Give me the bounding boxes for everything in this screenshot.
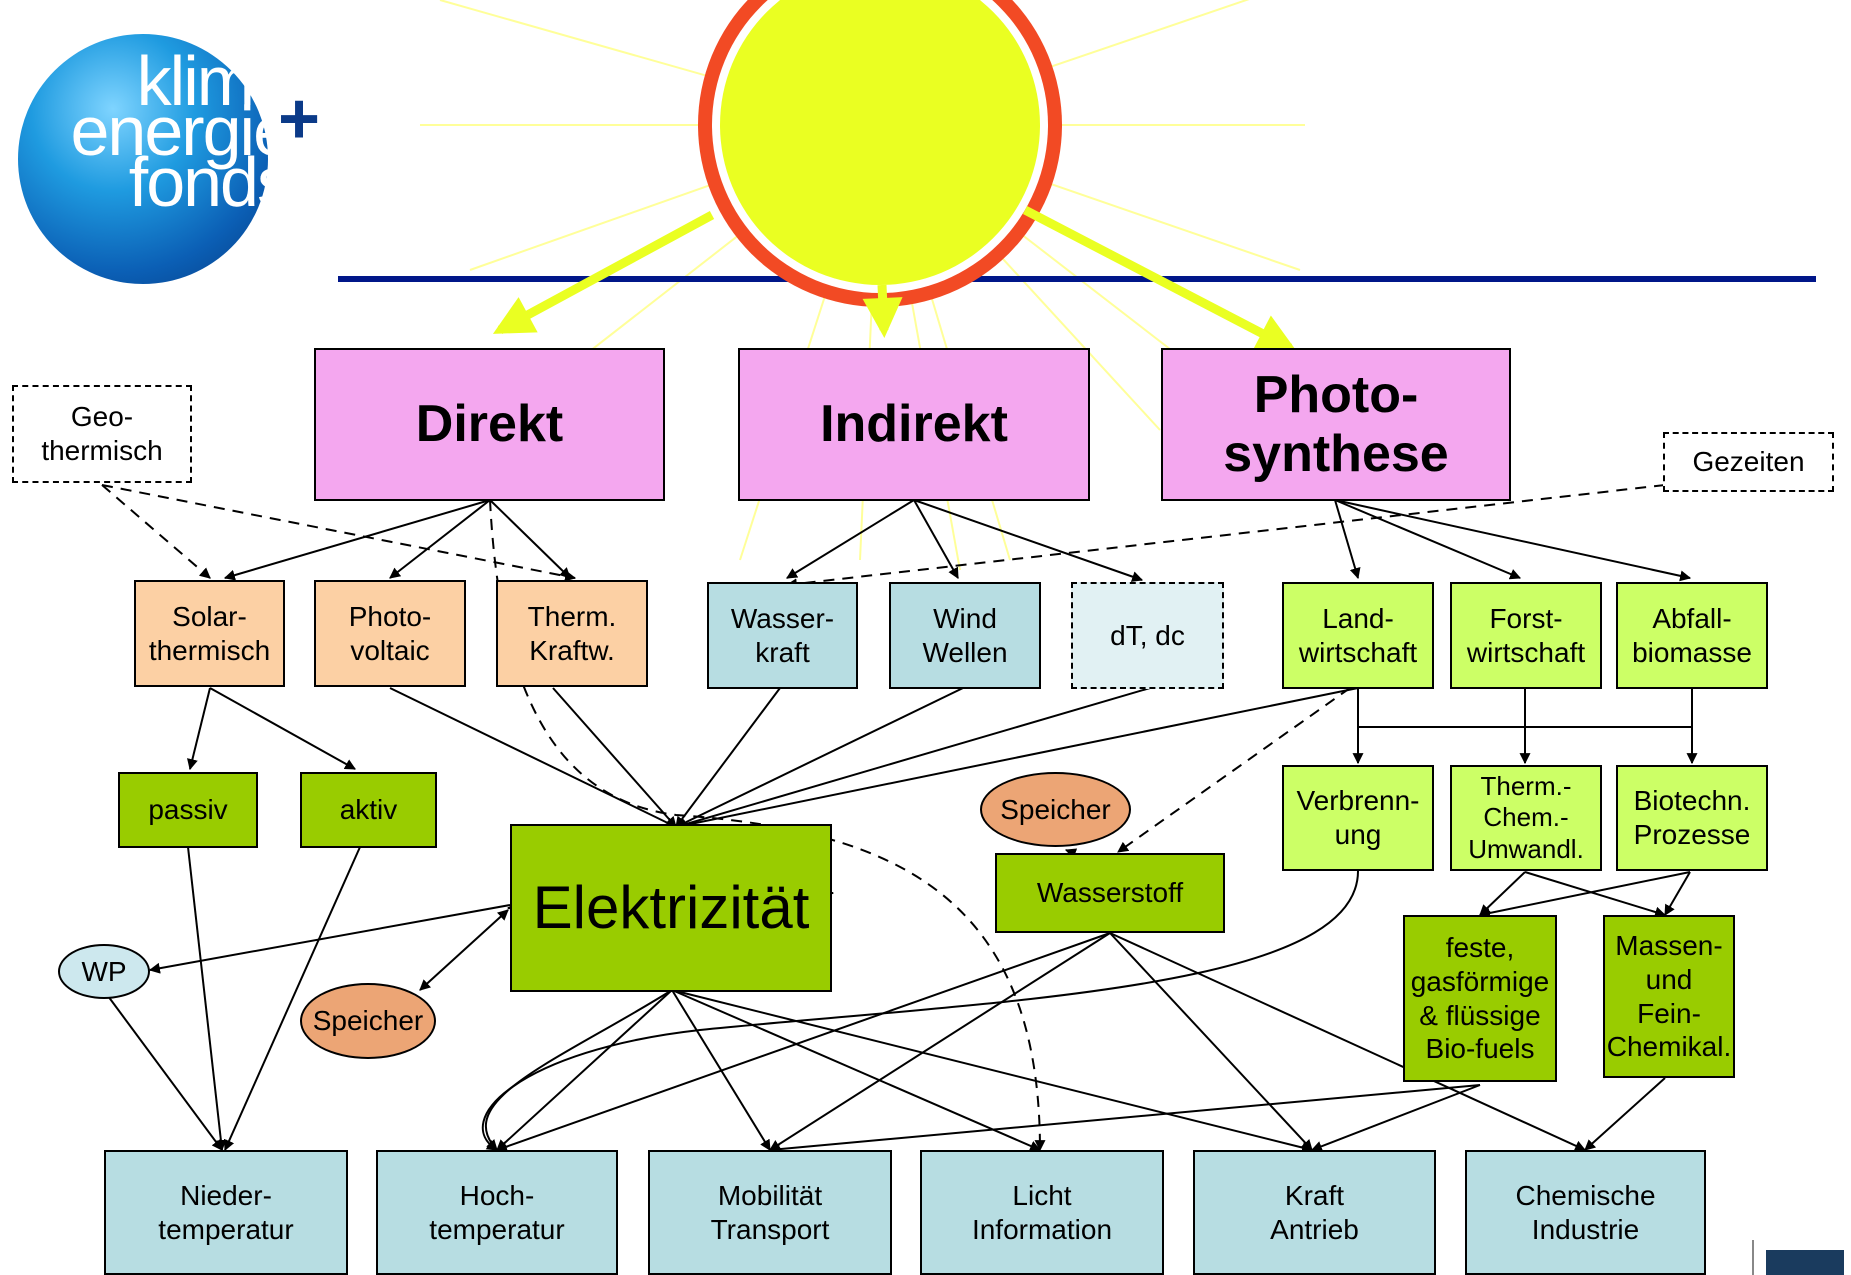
wind-wellen-box: Wind Wellen	[889, 582, 1041, 689]
therm-kraftwerk-box: Therm. Kraftw.	[496, 580, 648, 687]
biotechn-prozesse-box: Biotechn. Prozesse	[1616, 765, 1768, 871]
sun	[698, 0, 1062, 307]
use-licht-information: Licht Information	[920, 1150, 1164, 1275]
corner-institution-logo	[1752, 1240, 1851, 1275]
wp-ellipse: WP	[58, 944, 150, 999]
wasserstoff-box: Wasserstoff	[995, 853, 1225, 933]
solarthermisch-box: Solar- thermisch	[134, 580, 285, 687]
sun-arrows	[492, 206, 1298, 352]
dt-dc-box: dT, dc	[1071, 582, 1224, 689]
passiv-box: passiv	[118, 772, 258, 848]
logo-plus: +	[278, 79, 321, 159]
logo-line-2: energie	[70, 92, 292, 171]
use-niedertemperatur: Nieder- temperatur	[104, 1150, 348, 1275]
connectors	[107, 499, 1698, 1155]
massen-feinchemikal-box: Massen- und Fein- Chemikal.	[1603, 915, 1735, 1078]
verbrennung-box: Verbrenn- ung	[1282, 765, 1434, 871]
use-hochtemperatur: Hoch- temperatur	[376, 1150, 618, 1275]
landwirtschaft-box: Land- wirtschaft	[1282, 582, 1434, 689]
klima-energie-fonds-logo: klima energie fonds +	[0, 18, 340, 288]
biofuels-box: feste, gasförmige & flüssige Bio-fuels	[1403, 915, 1557, 1082]
external-geothermisch: Geo- thermisch	[12, 385, 192, 483]
corner-logo-mark-icon	[1766, 1250, 1844, 1275]
aktiv-box: aktiv	[300, 772, 437, 848]
speicher-top-ellipse: Speicher	[980, 772, 1131, 847]
external-gezeiten: Gezeiten	[1663, 432, 1834, 492]
elektrizitaet-box: Elektrizität	[510, 824, 832, 992]
use-kraft-antrieb: Kraft Antrieb	[1193, 1150, 1436, 1275]
therm-chem-umwandl-box: Therm.- Chem.- Umwandl.	[1450, 765, 1602, 871]
forstwirtschaft-box: Forst- wirtschaft	[1450, 582, 1602, 689]
logo-line-1: klima	[136, 42, 292, 120]
use-mobilitaet-transport: Mobilität Transport	[648, 1150, 892, 1275]
logo-globe-icon	[18, 34, 268, 284]
photovoltaic-box: Photo- voltaic	[314, 580, 466, 687]
source-photosynthese: Photo- synthese	[1161, 348, 1511, 501]
source-indirekt: Indirekt	[738, 348, 1090, 501]
wasserkraft-box: Wasser- kraft	[707, 582, 858, 689]
source-direkt: Direkt	[314, 348, 665, 501]
speicher-bottom-ellipse: Speicher	[300, 983, 436, 1059]
use-chemische-industrie: Chemische Industrie	[1465, 1150, 1706, 1275]
logo-line-3: fonds	[128, 142, 292, 221]
abfallbiomasse-box: Abfall- biomasse	[1616, 582, 1768, 689]
